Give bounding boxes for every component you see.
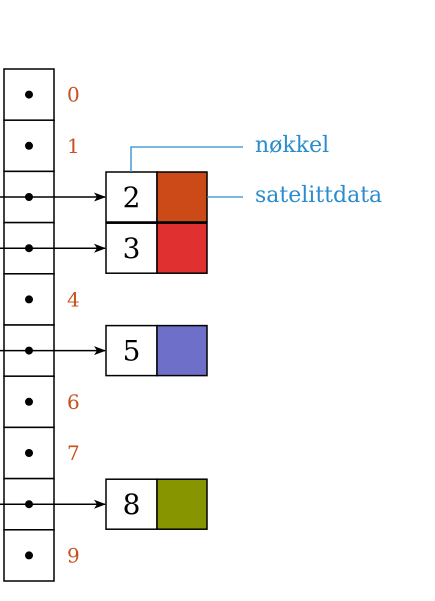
slot-pointer-dot	[25, 551, 33, 560]
slot-pointer-dot	[25, 295, 33, 304]
slot-pointer-dot	[25, 141, 33, 150]
slot-index-label: 7	[67, 441, 80, 465]
record-data-box	[156, 222, 208, 274]
record-key-label: 2	[123, 181, 141, 214]
slot-index-label: 1	[67, 134, 80, 158]
data-callout-label: satelittdata	[255, 183, 382, 208]
record-data-box	[156, 478, 208, 530]
callouts: nøkkel satelittdata	[130, 133, 382, 208]
record-data-box	[156, 324, 208, 377]
record-key-label: 5	[123, 335, 141, 368]
slot-pointer-dot	[25, 449, 33, 457]
record-data-box	[156, 171, 208, 223]
slot-cell	[3, 426, 55, 480]
key-callout-label: nøkkel	[255, 133, 329, 158]
slot-index-label: 6	[67, 390, 80, 414]
record-key-label: 8	[123, 488, 141, 521]
slot-pointer-dot	[25, 397, 33, 406]
record-key-box	[105, 324, 158, 377]
slot-index-label: 4	[67, 287, 80, 311]
slot-pointer-dot	[25, 90, 33, 99]
record-key-box	[105, 478, 158, 530]
element-records: 2 3 5 8	[0, 171, 208, 530]
record-key-box	[105, 171, 158, 223]
slot-index-label: 9	[67, 543, 80, 567]
record-key-box	[105, 222, 158, 274]
slot-index-label: 0	[67, 83, 80, 107]
key-callout-line	[130, 146, 243, 172]
record-key-label: 3	[123, 232, 141, 265]
